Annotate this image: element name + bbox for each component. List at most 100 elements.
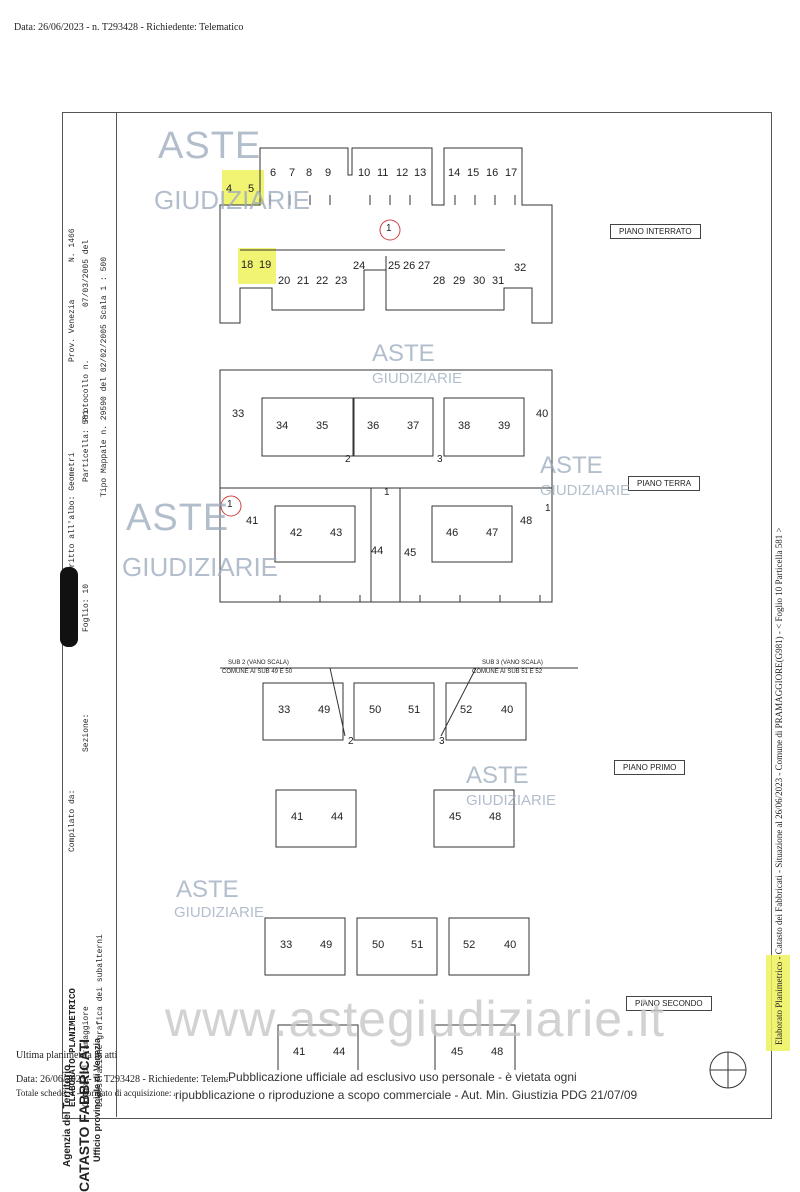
- room-label: 40: [536, 408, 549, 420]
- room-label: 23: [335, 275, 348, 287]
- room-label: 41: [291, 811, 304, 823]
- room-label: 2: [345, 454, 351, 465]
- room-label: 5: [248, 183, 255, 195]
- footer-notice-2: ripubblicazione o riproduzione a scopo c…: [175, 1088, 638, 1102]
- room-label: 43: [330, 527, 343, 539]
- room-label: 34: [276, 420, 289, 432]
- room-label: 52: [463, 939, 476, 951]
- stair-note: COMUNE AI SUB 49 E 50: [222, 669, 293, 675]
- room-label: 51: [408, 704, 421, 716]
- room-label: 38: [458, 420, 471, 432]
- room-label: 26: [403, 260, 416, 272]
- room-label: 13: [414, 167, 427, 179]
- room-label: 3: [439, 736, 445, 747]
- stair-note: SUB 3 (VANO SCALA): [482, 660, 543, 666]
- footer-ultima: Ultima planimetria in atti: [16, 1050, 118, 1061]
- stair-note: COMUNE AI SUB 51 E 52: [472, 669, 543, 675]
- room-label: 11: [377, 167, 389, 179]
- room-label: 6: [270, 167, 277, 179]
- footer-data: Data: 26/06/2023 - n. T293428 - Richiede…: [16, 1074, 246, 1085]
- footer-notice-1: Pubblicazione ufficiale ad esclusivo uso…: [228, 1070, 577, 1084]
- room-label: 51: [411, 939, 424, 951]
- watermark-aste: ASTE: [540, 452, 603, 479]
- room-label: 1: [384, 487, 390, 498]
- room-label: 32: [514, 262, 527, 274]
- watermark-giudiziarie: GIUDIZIARIE: [154, 185, 311, 215]
- room-label: 40: [501, 704, 514, 716]
- room-label: 18: [241, 259, 254, 271]
- room-label: 48: [520, 515, 533, 527]
- room-label: 29: [453, 275, 466, 287]
- title-block: ELABORATO PLANIMETRICO Compilato da: Com…: [60, 112, 117, 1192]
- watermark-aste: ASTE: [158, 125, 262, 167]
- room-label: 48: [491, 1046, 504, 1058]
- watermark-giudiziarie: GIUDIZIARIE: [540, 482, 631, 499]
- floor-label-terra: PIANO TERRA: [628, 476, 701, 491]
- margin-reference: Elaborato Planimetrico - Catasto dei Fab…: [774, 527, 784, 1045]
- room-label: 36: [367, 420, 380, 432]
- room-label: 48: [489, 811, 502, 823]
- room-label: 1: [545, 503, 551, 514]
- watermark-url: www.astegiudiziarie.it: [165, 991, 665, 1047]
- room-label: 33: [280, 939, 293, 951]
- room-label: 14: [448, 167, 461, 179]
- room-label: 44: [371, 545, 384, 557]
- room-label: 49: [318, 704, 331, 716]
- room-label: 50: [372, 939, 385, 951]
- room-label: 19: [259, 259, 272, 271]
- room-label: 2: [348, 736, 354, 747]
- floor-plan-drawing: [219, 147, 747, 1089]
- room-label: 7: [289, 167, 296, 179]
- highlight-marker: [222, 170, 264, 205]
- room-label: 9: [325, 167, 332, 179]
- watermark-giudiziarie: GIUDIZIARIE: [174, 904, 265, 921]
- floor-label-primo: PIANO PRIMO: [614, 760, 686, 775]
- room-label: 4: [226, 183, 233, 195]
- room-label: 24: [353, 260, 366, 272]
- room-label: 22: [316, 275, 329, 287]
- room-label: 49: [320, 939, 333, 951]
- room-label: 39: [498, 420, 511, 432]
- room-label: 33: [278, 704, 291, 716]
- highlight-marker: [238, 248, 276, 284]
- watermark-giudiziarie: GIUDIZIARIE: [372, 370, 463, 387]
- room-label: 35: [316, 420, 329, 432]
- room-label: 1: [386, 223, 392, 234]
- floor-label-secondo: PIANO SECONDO: [626, 996, 712, 1011]
- room-label: 25: [388, 260, 401, 272]
- room-label: 16: [486, 167, 499, 179]
- highlight-marker: [766, 955, 790, 1051]
- watermark-giudiziarie: GIUDIZIARIE: [122, 552, 279, 582]
- room-label: 10: [358, 167, 371, 179]
- room-label: 20: [278, 275, 291, 287]
- watermark-aste: ASTE: [176, 876, 239, 903]
- floor-label-interrato: PIANO INTERRATO: [610, 224, 701, 239]
- room-label: 41: [293, 1046, 306, 1058]
- room-label: 1: [227, 499, 233, 510]
- room-label: 30: [473, 275, 486, 287]
- document-header: Data: 26/06/2023 - n. T293428 - Richiede…: [14, 22, 244, 33]
- room-label: 45: [449, 811, 462, 823]
- watermark-aste: ASTE: [372, 340, 435, 367]
- room-label: 45: [404, 547, 417, 559]
- stair-note: SUB 2 (VANO SCALA): [228, 660, 289, 666]
- room-label: 37: [407, 420, 420, 432]
- room-label: 52: [460, 704, 473, 716]
- room-label: 8: [306, 167, 313, 179]
- room-label: 33: [232, 408, 245, 420]
- room-label: 40: [504, 939, 517, 951]
- room-label: 44: [333, 1046, 346, 1058]
- room-label: 31: [492, 275, 505, 287]
- room-label: 41: [246, 515, 259, 527]
- room-label: 15: [467, 167, 480, 179]
- room-label: 27: [418, 260, 431, 272]
- watermark-aste: ASTE: [126, 497, 230, 539]
- room-label: 50: [369, 704, 382, 716]
- room-label: 45: [451, 1046, 464, 1058]
- room-label: 46: [446, 527, 459, 539]
- room-label: 17: [505, 167, 518, 179]
- watermark-giudiziarie: GIUDIZIARIE: [466, 792, 557, 809]
- room-label: 42: [290, 527, 303, 539]
- redaction-bar: [60, 567, 78, 647]
- room-label: 21: [297, 275, 310, 287]
